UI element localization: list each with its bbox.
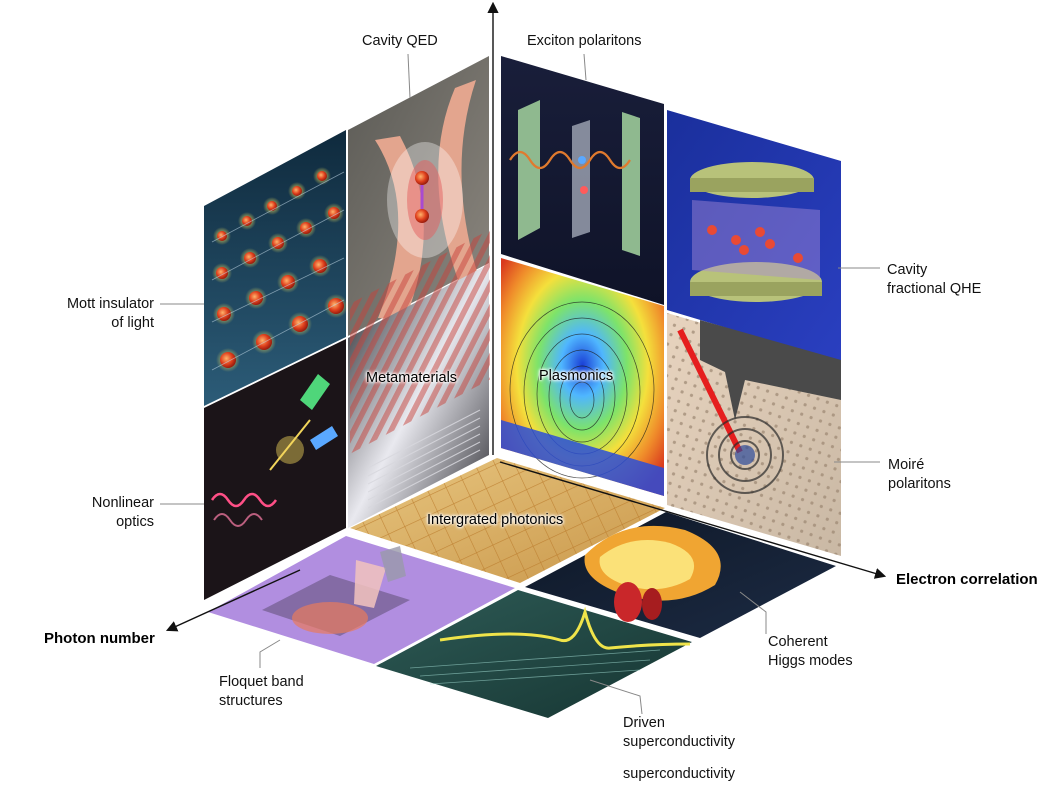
tile-cavity-qhe [667,110,841,362]
tile-exciton-polaritons [501,56,664,305]
tile-label-integrated-photonics: Intergrated photonics [427,512,564,528]
label-driven-superconductivity: Driven superconductivity [623,715,736,750]
tile-driven-sc [376,590,692,718]
tile-mott-insulator [204,130,348,406]
label-cavity-qhe: Cavity fractional QHE [887,262,982,297]
label-superconductivity: superconductivity [623,766,736,782]
axis-label-photon-number: Photon number [44,630,155,647]
tile-label-metamaterials: Metamaterials [366,370,458,386]
label-cavity-qed: Cavity QED [362,33,438,49]
label-nonlinear-optics: Nonlinear optics [91,495,154,530]
tile-label-plasmonics: Plasmonics [539,368,614,384]
label-higgs-modes: Coherent Higgs modes [768,634,853,669]
tile-integrated-photonics [350,458,665,583]
tile-metamaterials [348,229,490,528]
axis-label-electron-correlation: Electron correlation [896,571,1038,588]
label-floquet: Floquet band structures [219,674,304,709]
label-mott-insulator: Mott insulator of light [66,296,154,331]
tile-nonlinear-optics [204,339,346,600]
tile-moire-polaritons [667,313,841,556]
tile-floquet [208,536,515,664]
tile-plasmonics [501,258,664,496]
label-moire-polaritons: Moiré polaritons [888,457,951,492]
label-exciton-polaritons: Exciton polaritons [527,33,642,49]
